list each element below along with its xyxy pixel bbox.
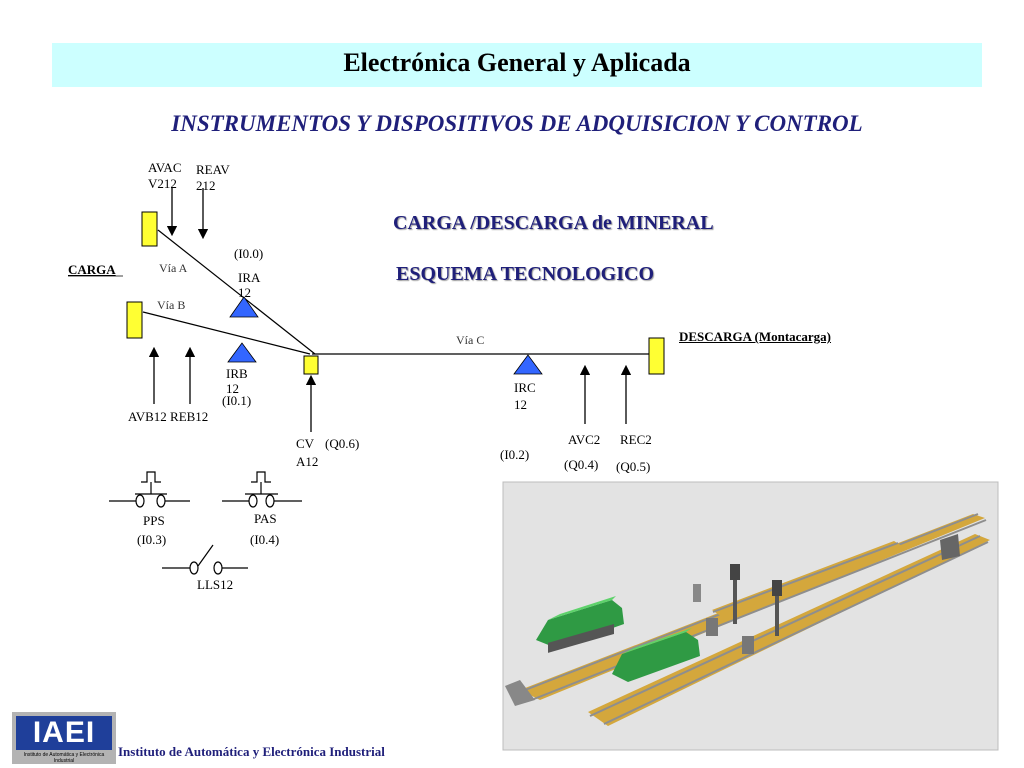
label-avc2-address: (Q0.4) [564,457,599,472]
label-via-b: Vía B [157,298,186,312]
label-irc-2: 12 [514,397,527,412]
label-pps-address: (I0.3) [137,532,167,547]
label-cva-2: A12 [296,454,319,469]
label-pas: PAS [254,511,277,526]
label-ira-address: (I0.0) [234,246,264,261]
pas-button-icon [222,471,302,508]
track-via-a [157,229,316,355]
label-irb-address: (I0.1) [222,393,252,408]
sensor-avb-block [126,301,143,339]
railway-3d-illustration [502,481,999,751]
section-heading-esquema: ESQUEMA TECNOLOGICO [396,263,655,285]
label-descarga: DESCARGA (Montacarga) [679,329,832,344]
footer-institute: Instituto de Automática y Electrónica In… [118,744,385,759]
label-avac-2: V212 [148,176,177,191]
label-irc-address: (I0.2) [500,447,530,462]
label-lls: LLS12 [197,577,234,592]
label-pas-address: (I0.4) [250,532,280,547]
page-title: Electrónica General y Aplicada [343,48,691,77]
label-reav-1: REAV [196,162,230,177]
label-ira-2: 12 [238,285,251,300]
label-pps: PPS [143,513,165,528]
label-avac-1: AVAC [148,160,182,175]
descarga-block [648,337,665,375]
label-reav-2: 212 [196,178,216,193]
label-avb-reb: AVB12 REB12 [128,409,209,424]
label-ira-1: IRA [238,270,261,285]
label-cva-address: (Q0.6) [325,436,360,451]
pps-button-icon [109,471,190,508]
label-irb-1: IRB [226,366,248,381]
logo-text: IAEI [16,716,112,750]
label-irb-2: 12 [226,381,239,396]
institute-logo: IAEI Instituto de Automática y Electróni… [12,712,116,764]
label-avc2: AVC2 [568,432,601,447]
logo-caption: Instituto de Automática y Electrónica In… [23,752,105,764]
ira-sensor-icon [229,296,259,318]
page-subtitle: INSTRUMENTOS Y DISPOSITIVOS DE ADQUISICI… [171,111,863,136]
lls-switch-icon [162,544,248,575]
sensor-avac-block [141,211,158,247]
label-rec2-address: (Q0.5) [616,459,651,474]
irc-sensor-icon [513,354,543,375]
label-cva-1: CV [296,436,315,451]
label-rec2: REC2 [620,432,652,447]
title-bar [52,43,982,87]
cva-block [303,355,319,375]
section-heading-carga: CARGA /DESCARGA de MINERAL [393,212,714,234]
track-via-b [142,311,311,355]
label-via-c: Vía C [456,333,485,347]
label-irc-1: IRC [514,380,536,395]
label-via-a: Vía A [159,261,188,275]
irb-sensor-icon [227,342,257,363]
label-carga: CARGA [68,262,116,277]
